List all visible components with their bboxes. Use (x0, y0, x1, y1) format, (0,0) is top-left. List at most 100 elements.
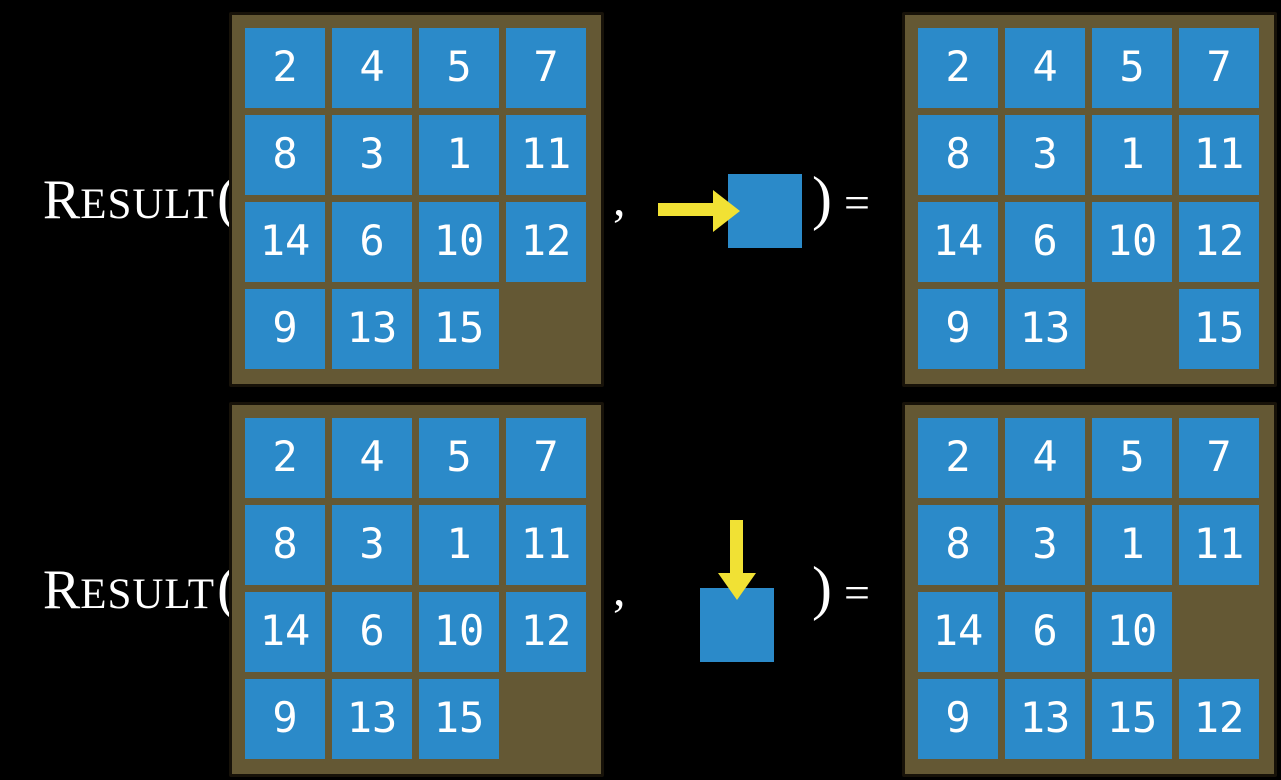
tile-number: 10 (1106, 606, 1158, 655)
puzzle-tile: 6 (332, 202, 412, 282)
puzzle-tile: 7 (506, 28, 586, 108)
tile-number: 4 (359, 42, 385, 91)
tile-number: 12 (1193, 693, 1245, 742)
puzzle-tile: 11 (506, 115, 586, 195)
close-paren: ) (812, 555, 832, 621)
tile-number: 7 (1206, 42, 1232, 91)
puzzle-tile: 8 (245, 115, 325, 195)
puzzle-tile: 12 (506, 202, 586, 282)
comma-separator: , (613, 170, 626, 226)
puzzle-tile: 3 (332, 115, 412, 195)
tile-number: 1 (1119, 519, 1145, 568)
tile-number: 1 (446, 129, 472, 178)
tile-number: 6 (359, 216, 385, 265)
puzzle-tile: 7 (1179, 418, 1259, 498)
arrow-down-into-tile-icon (700, 520, 774, 662)
tile-number: 15 (433, 303, 485, 352)
tile-number: 8 (945, 519, 971, 568)
tile-number: 2 (945, 432, 971, 481)
tile-number: 2 (272, 432, 298, 481)
puzzle-tile: 8 (918, 505, 998, 585)
tile-number: 3 (1032, 129, 1058, 178)
tile-number: 11 (1193, 129, 1245, 178)
function-name-initial: R (42, 169, 81, 231)
tile-square (728, 174, 802, 248)
tile-number: 9 (945, 303, 971, 352)
puzzle-tile: 3 (1005, 115, 1085, 195)
empty-cell (506, 289, 586, 369)
tile-number: 12 (1193, 216, 1245, 265)
tile-number: 14 (932, 216, 984, 265)
equals-sign: = (843, 567, 870, 618)
tile-number: 2 (272, 42, 298, 91)
puzzle-tile: 14 (245, 592, 325, 672)
puzzle-tile: 5 (419, 28, 499, 108)
puzzle-tile: 15 (419, 679, 499, 759)
tile-number: 7 (1206, 432, 1232, 481)
tile-number: 6 (359, 606, 385, 655)
puzzle-tile: 9 (918, 679, 998, 759)
tile-number: 13 (346, 303, 398, 352)
puzzle-tile: 11 (506, 505, 586, 585)
puzzle-tile: 11 (1179, 115, 1259, 195)
tile-number: 5 (446, 42, 472, 91)
puzzle-tile: 11 (1179, 505, 1259, 585)
tile-number: 1 (446, 519, 472, 568)
tile-number: 3 (359, 129, 385, 178)
arrow-right-icon (658, 190, 740, 232)
puzzle-tile: 4 (332, 28, 412, 108)
tile-number: 6 (1032, 216, 1058, 265)
tile-number: 15 (1193, 303, 1245, 352)
tile-number: 8 (945, 129, 971, 178)
puzzle-tile: 5 (1092, 28, 1172, 108)
tile-number: 8 (272, 519, 298, 568)
tile-number: 11 (520, 129, 572, 178)
puzzle-tile: 5 (1092, 418, 1172, 498)
tile-number: 4 (359, 432, 385, 481)
tile-number: 1 (1119, 129, 1145, 178)
close-paren-equals: )= (812, 158, 870, 238)
tile-number: 12 (520, 606, 572, 655)
puzzle-tile: 2 (245, 28, 325, 108)
tile-number: 5 (1119, 42, 1145, 91)
puzzle-tile: 5 (419, 418, 499, 498)
tile-number: 15 (1106, 693, 1158, 742)
tile-number: 9 (272, 693, 298, 742)
close-paren-equals: )= (812, 548, 870, 628)
tile-number: 12 (520, 216, 572, 265)
arrow-down-icon (718, 520, 756, 600)
puzzle-tile: 10 (1092, 592, 1172, 672)
puzzle-tile: 13 (1005, 289, 1085, 369)
tile-number: 13 (346, 693, 398, 742)
puzzle-tile: 10 (419, 202, 499, 282)
puzzle-tile: 6 (332, 592, 412, 672)
equals-sign: = (843, 177, 870, 228)
puzzle-tile: 4 (1005, 418, 1085, 498)
tile-number: 14 (259, 216, 311, 265)
puzzle-tile: 15 (1092, 679, 1172, 759)
empty-cell (1092, 289, 1172, 369)
tile-number: 3 (359, 519, 385, 568)
tile-number: 7 (533, 432, 559, 481)
puzzle-tile: 1 (1092, 115, 1172, 195)
puzzle-tile: 12 (1179, 679, 1259, 759)
comma-separator: , (613, 560, 626, 616)
puzzle-tile: 15 (419, 289, 499, 369)
tile-number: 5 (446, 432, 472, 481)
puzzle-tile: 14 (918, 592, 998, 672)
tile-number: 11 (520, 519, 572, 568)
function-name-rest: ESULT (80, 571, 216, 618)
move-down-action (698, 518, 778, 664)
puzzle-tile: 4 (1005, 28, 1085, 108)
tile-number: 15 (433, 693, 485, 742)
tile-number: 6 (1032, 606, 1058, 655)
tile-number: 14 (259, 606, 311, 655)
tile-number: 9 (945, 693, 971, 742)
puzzle-tile: 13 (332, 289, 412, 369)
tile-number: 9 (272, 303, 298, 352)
